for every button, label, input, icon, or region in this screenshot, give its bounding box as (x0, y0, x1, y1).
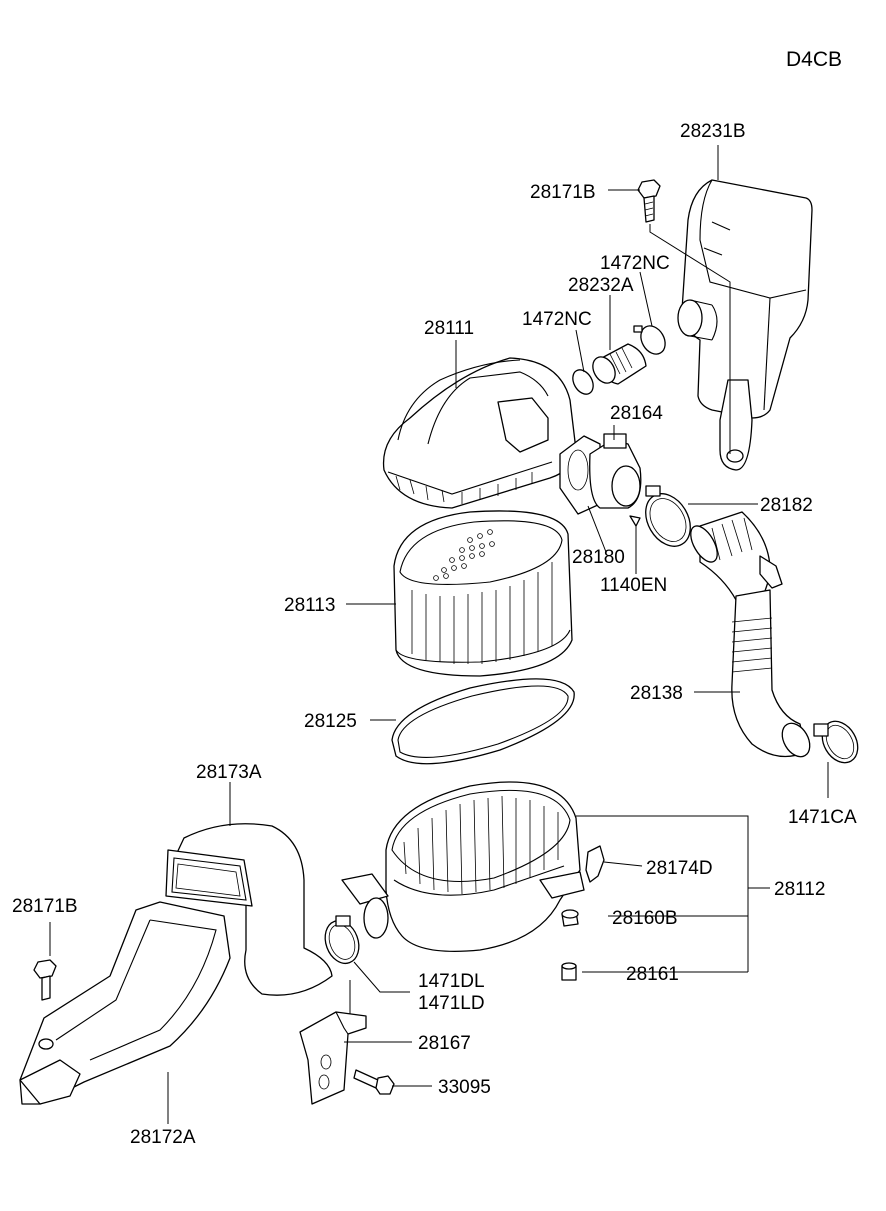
label-28113: 28113 (284, 595, 335, 616)
label-1140EN: 1140EN (600, 575, 667, 596)
label-28138: 28138 (630, 683, 683, 704)
label-28167: 28167 (418, 1033, 471, 1054)
label-28182: 28182 (760, 495, 813, 516)
label-28171B-top: 28171B (530, 182, 596, 203)
lower-case-28112 (341, 781, 585, 953)
label-28171B-left: 28171B (12, 896, 78, 917)
cover-28111 (382, 357, 577, 509)
label-1471LD: 1471LD (418, 993, 485, 1014)
label-28172A: 28172A (130, 1127, 196, 1148)
label-28112: 28112 (774, 879, 825, 900)
label-28174D: 28174D (646, 858, 713, 879)
clamp-1472NC-right (633, 325, 666, 355)
label-28173A: 28173A (196, 762, 262, 783)
bolt-28171B-left (33, 959, 57, 1001)
label-33095: 33095 (438, 1077, 491, 1098)
part-labels: 28231B 28171B 1472NC 28232A 1472NC 28111… (12, 121, 857, 1148)
label-28180: 28180 (572, 547, 625, 568)
duct-28232A (592, 343, 647, 385)
grommet-28160B (561, 909, 579, 927)
label-28111: 28111 (424, 318, 474, 339)
label-28232A: 28232A (568, 275, 634, 296)
cap-28161 (561, 962, 577, 981)
screw-1140EN (629, 515, 641, 527)
clip-28174D (585, 845, 605, 883)
clamp-1472NC-left (572, 369, 594, 395)
clamp-1471CA (813, 720, 859, 764)
label-1472NC-left: 1472NC (522, 309, 592, 330)
hose-28138 (690, 511, 811, 758)
bolt-33095 (353, 1069, 395, 1095)
resonator-28231B (677, 179, 813, 471)
label-1471DL: 1471DL (418, 971, 485, 992)
leader-lines (49, 145, 829, 1124)
duct-28172A (19, 901, 231, 1105)
label-1472NC-right: 1472NC (600, 253, 670, 274)
bracket-28167 (299, 1011, 367, 1105)
diagram-code: D4CB (786, 48, 842, 71)
label-28161: 28161 (626, 964, 679, 985)
label-1471CA: 1471CA (788, 807, 857, 828)
bolt-28171B-top (637, 179, 661, 223)
airflow-sensor-28164 (589, 433, 642, 509)
label-28231B: 28231B (680, 121, 746, 142)
clamp-1471DL (324, 915, 360, 965)
gasket-28125 (391, 678, 575, 765)
label-28160B: 28160B (612, 908, 678, 929)
duct-28173A (165, 823, 333, 996)
label-28125: 28125 (304, 711, 357, 732)
clamp-28182 (645, 485, 691, 547)
filter-element-28113 (393, 510, 573, 677)
label-28164: 28164 (610, 403, 663, 424)
